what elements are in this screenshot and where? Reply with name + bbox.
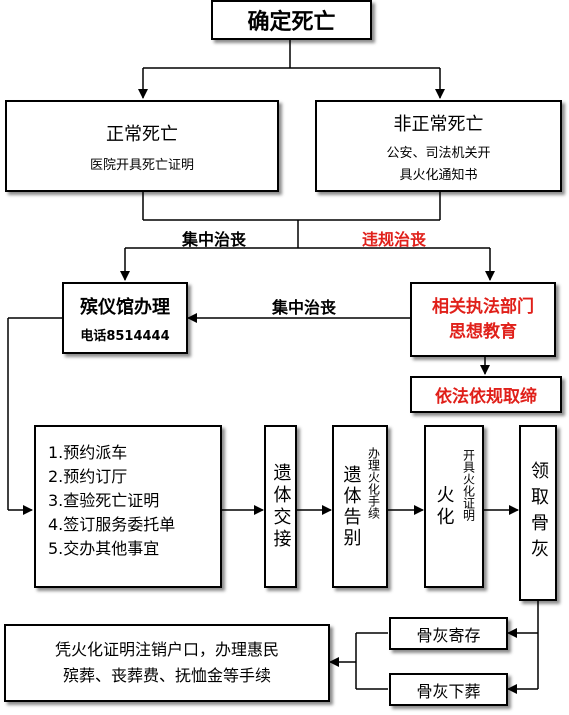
step-item: 2.预约订厅 bbox=[48, 467, 128, 486]
collect-ashes-box: 领取骨灰 bbox=[519, 425, 557, 601]
ash-storage-label: 骨灰寄存 bbox=[416, 625, 481, 645]
abnormal-death-sub2: 具火化通知书 bbox=[399, 167, 478, 183]
step-item: 3.查验死亡证明 bbox=[48, 491, 160, 510]
confirm-death-box: 确定死亡 bbox=[211, 0, 372, 40]
funeral-home-box: 殡仪馆办理 电话8514444 bbox=[62, 282, 188, 354]
enforcement-line2: 思想教育 bbox=[449, 321, 517, 342]
central-funeral-label-left: 集中治丧 bbox=[182, 230, 247, 249]
normal-death-box: 正常死亡 医院开具死亡证明 bbox=[5, 100, 279, 192]
funeral-home-phone: 电话8514444 bbox=[80, 328, 170, 344]
cremation-box: 火化 开具火化证明 bbox=[424, 425, 484, 588]
confirm-death-label: 确定死亡 bbox=[247, 10, 336, 35]
farewell-note: 办理火化手续 bbox=[366, 447, 381, 519]
funeral-home-title: 殡仪馆办理 bbox=[80, 296, 170, 318]
cremation-note: 开具火化证明 bbox=[461, 449, 476, 521]
handover-box: 遗体交接 bbox=[264, 425, 297, 588]
steps-box: 1.预约派车 2.预约订厅 3.查验死亡证明 4.签订服务委托单 5.交办其他事… bbox=[34, 425, 222, 588]
final-line1: 凭火化证明注销户口，办理惠民 bbox=[54, 639, 279, 659]
abnormal-death-title: 非正常死亡 bbox=[393, 113, 484, 135]
ash-storage-box: 骨灰寄存 bbox=[389, 617, 508, 650]
farewell-label: 遗体告别 bbox=[340, 464, 362, 549]
normal-death-sub: 医院开具死亡证明 bbox=[89, 157, 194, 173]
farewell-box: 遗体告别 办理火化手续 bbox=[332, 425, 388, 588]
ban-label: 依法依规取缔 bbox=[435, 387, 537, 407]
ash-burial-box: 骨灰下葬 bbox=[389, 673, 508, 706]
step-item: 4.签订服务委托单 bbox=[48, 515, 176, 534]
enforcement-box: 相关执法部门 思想教育 bbox=[410, 282, 556, 357]
cremation-label: 火化 bbox=[433, 484, 455, 529]
abnormal-death-box: 非正常死亡 公安、司法机关开 具火化通知书 bbox=[315, 100, 562, 192]
ash-burial-label: 骨灰下葬 bbox=[416, 681, 481, 701]
collect-ashes-label: 领取骨灰 bbox=[528, 461, 549, 565]
enforcement-line1: 相关执法部门 bbox=[432, 296, 534, 317]
violation-funeral-label: 违规治丧 bbox=[362, 230, 427, 249]
central-funeral-label-mid: 集中治丧 bbox=[272, 298, 337, 317]
step-item: 5.交办其他事宜 bbox=[48, 539, 160, 558]
handover-label: 遗体交接 bbox=[270, 462, 292, 551]
step-item: 1.预约派车 bbox=[48, 443, 128, 462]
normal-death-title: 正常死亡 bbox=[106, 123, 178, 145]
abnormal-death-sub1: 公安、司法机关开 bbox=[386, 145, 491, 161]
ban-box: 依法依规取缔 bbox=[410, 376, 562, 413]
final-line2: 殡葬、丧葬费、抚恤金等手续 bbox=[62, 666, 271, 685]
final-procedures-box: 凭火化证明注销户口，办理惠民 殡葬、丧葬费、抚恤金等手续 bbox=[4, 624, 330, 702]
